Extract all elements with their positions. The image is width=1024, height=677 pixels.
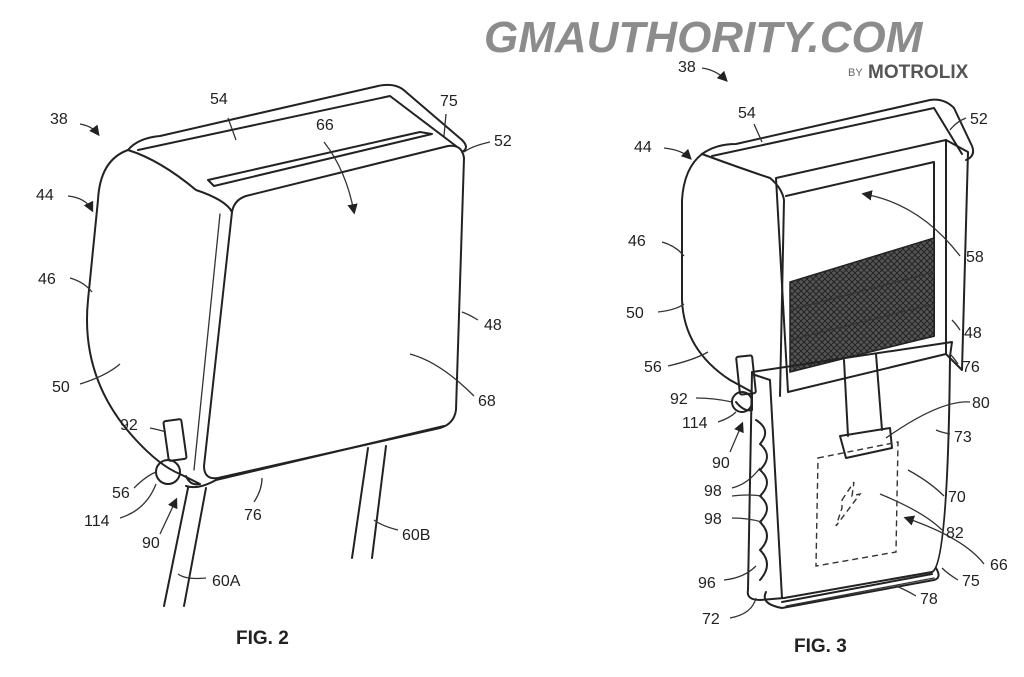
ref-label: 114	[84, 513, 110, 530]
ref-label: 48	[964, 325, 982, 342]
ref-label: 90	[712, 455, 730, 472]
ref-label: 72	[702, 611, 720, 628]
ref-label: 52	[970, 111, 988, 128]
ref-label: 44	[36, 187, 54, 204]
top-surface	[127, 83, 467, 153]
top-slot	[207, 131, 433, 187]
watermark-main-text: GMAUTHORITY.COM	[484, 13, 924, 62]
top-inner-edge	[137, 95, 457, 151]
side-panel	[86, 149, 201, 486]
ref-label: 56	[112, 485, 130, 502]
ref-label: 82	[946, 525, 964, 542]
ref-label: 70	[948, 489, 966, 506]
watermark-logo: GMAUTHORITY.COM BY MOTROLIX	[484, 13, 969, 83]
watermark-by-text: BY	[848, 67, 863, 79]
side-top-edge	[127, 149, 233, 213]
front-edge	[193, 213, 221, 471]
ref-label: 54	[210, 91, 228, 108]
ref-label: 76	[244, 507, 262, 524]
pocket-82	[815, 441, 899, 567]
figure-3-caption: FIG. 3	[794, 636, 847, 657]
ref-label: 75	[962, 573, 980, 590]
figure-3-headrest-open: 38 44 46 50 56 92 114 90 98 98 98 96 72 …	[626, 59, 1008, 657]
side-shell	[681, 153, 753, 412]
tray-side	[751, 373, 783, 599]
watermark-brand-text: MOTROLIX	[868, 62, 969, 83]
ref-label: 92	[120, 417, 138, 434]
ref-label: 46	[628, 233, 646, 250]
rail-78-inner	[785, 577, 935, 607]
bottom-corner	[185, 479, 217, 489]
ref-label: 90	[142, 535, 160, 552]
ref-label: 66	[316, 117, 334, 134]
figure-2-caption: FIG. 2	[236, 628, 289, 649]
ref-label: 66	[990, 557, 1008, 574]
ref-label: 98	[704, 483, 722, 500]
top-shell-inner	[711, 107, 963, 157]
strap	[843, 353, 883, 437]
ref-label: 50	[52, 379, 70, 396]
ref-label: 46	[38, 271, 56, 288]
ref-label: 78	[920, 591, 938, 608]
mesh-lines	[789, 271, 935, 341]
rail-78	[781, 573, 933, 603]
ref-label: 50	[626, 305, 644, 322]
figure-2-headrest: 38 44 46 50 92 56 114 90 54 66 75 52 48 …	[36, 83, 512, 649]
ref-label: 96	[698, 575, 716, 592]
ref-label: 56	[644, 359, 662, 376]
ref-label: 80	[972, 395, 990, 412]
front-face	[203, 144, 465, 480]
ref-label: 58	[966, 249, 984, 266]
ref-label: 38	[50, 111, 68, 128]
power-symbol	[835, 481, 862, 527]
hinge-96	[755, 419, 768, 581]
mesh-panel	[789, 236, 935, 373]
ref-label: 48	[484, 317, 502, 334]
side-shell-front	[701, 153, 785, 397]
ref-label: 114	[682, 415, 708, 432]
tray-bottom	[763, 567, 940, 609]
ref-label: 60B	[402, 527, 430, 544]
ref-label: 76	[962, 359, 980, 376]
ref-label: 92	[670, 391, 688, 408]
ref-label: 75	[440, 93, 458, 110]
bottom-edge	[215, 425, 445, 481]
ref-label: 38	[678, 59, 696, 76]
top-shell	[701, 98, 975, 161]
frame-right-side	[945, 139, 969, 371]
button-92	[162, 418, 188, 462]
ref-label: 44	[634, 139, 652, 156]
ref-label: 98	[704, 511, 722, 528]
ref-label: 68	[478, 393, 496, 410]
ref-label: 60A	[212, 573, 241, 590]
tray-panel	[746, 341, 953, 601]
ref-label: 73	[954, 429, 972, 446]
post-60a	[163, 487, 207, 607]
ref-label: 52	[494, 133, 512, 150]
ref-label: 54	[738, 105, 756, 122]
clip-80	[839, 427, 893, 459]
post-60b	[351, 445, 387, 559]
